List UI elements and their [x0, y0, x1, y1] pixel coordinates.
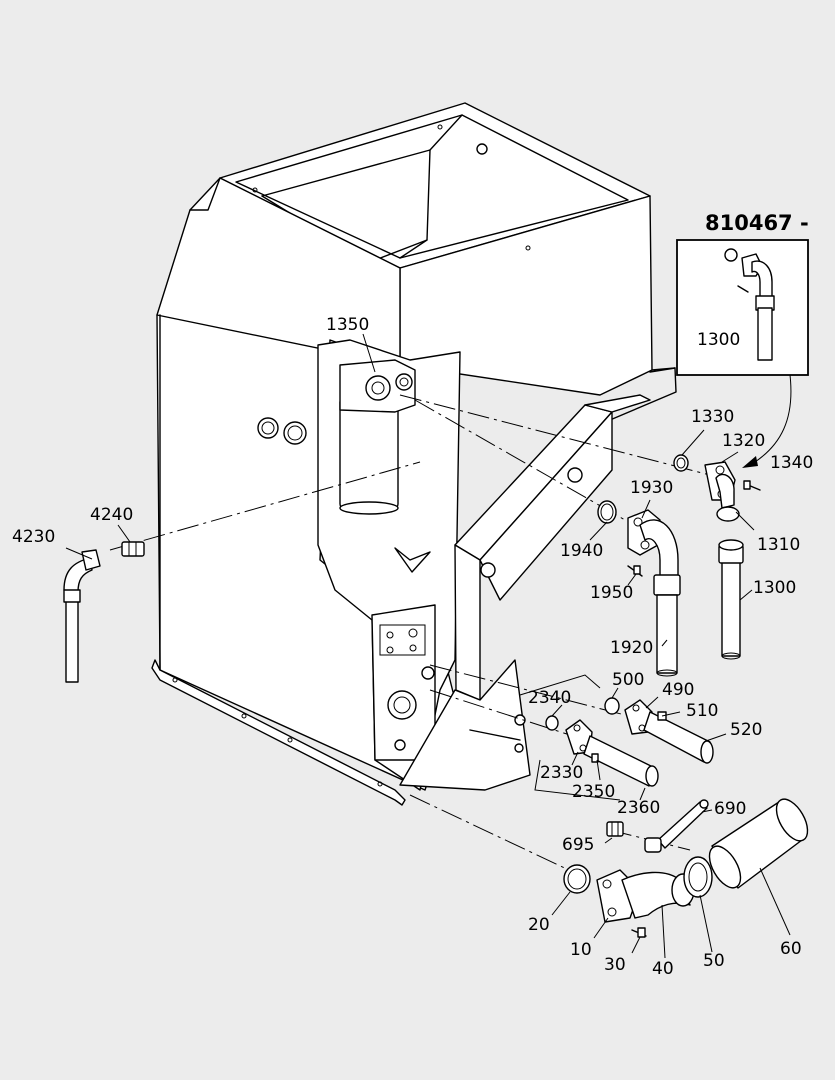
- fitting-4240: [121, 541, 145, 557]
- callout-4230: 4230: [12, 527, 55, 547]
- callout-520: 520: [730, 720, 762, 740]
- callout-2350: 2350: [572, 782, 615, 802]
- callout-500: 500: [612, 670, 644, 690]
- callout-30: 30: [604, 955, 626, 975]
- fitting-695: [606, 821, 624, 837]
- o-ring-1330: [673, 454, 689, 472]
- lower-tube-assembly: [545, 697, 714, 787]
- callout-510: 510: [686, 701, 718, 721]
- hose-1920: [656, 594, 678, 674]
- callout-1930: 1930: [630, 478, 673, 498]
- callout-1340: 1340: [770, 453, 813, 473]
- filter-cartridge: [339, 397, 399, 509]
- o-ring-2340: [545, 715, 559, 731]
- left-hose-assembly: [63, 541, 145, 683]
- callout-60: 60: [780, 939, 802, 959]
- callout-1310: 1310: [757, 535, 800, 555]
- callout-4240: 4240: [90, 505, 133, 525]
- pump-mounting-body: [317, 339, 651, 791]
- o-ring-500: [604, 697, 620, 715]
- callout-10: 10: [570, 940, 592, 960]
- outlet-assembly: [563, 798, 809, 938]
- callout-2330: 2330: [540, 763, 583, 783]
- callout-2360: 2360: [617, 798, 660, 818]
- hose-4230: [65, 599, 79, 683]
- callout-695: 695: [562, 835, 594, 855]
- callout-1330: 1330: [691, 407, 734, 427]
- callout-50: 50: [703, 951, 725, 971]
- callout-2340: 2340: [528, 688, 571, 708]
- callout-40: 40: [652, 959, 674, 979]
- callout-490: 490: [662, 680, 694, 700]
- inset-header: 810467 -: [705, 211, 809, 235]
- fitting-1310: [716, 506, 740, 522]
- tube-690: [657, 801, 708, 849]
- callout-1950: 1950: [590, 583, 633, 603]
- leader-lines: [65, 333, 791, 959]
- inset-box: 810467 - 1300: [676, 211, 809, 468]
- callout-690: 690: [714, 799, 746, 819]
- inset-label-1300: 1300: [697, 330, 740, 350]
- right-hose-assembly: [673, 454, 761, 660]
- clamp-50: [683, 856, 713, 898]
- callout-labels: 1350 4240 4230 1330 1320 1340 1930 1940 …: [12, 315, 813, 979]
- callout-1920: 1920: [610, 638, 653, 658]
- callout-1940: 1940: [560, 541, 603, 561]
- callout-1350: 1350: [326, 315, 369, 335]
- callout-1300: 1300: [753, 578, 796, 598]
- hose-1300: [721, 559, 741, 657]
- middle-hose-assembly: [597, 500, 681, 677]
- callout-20: 20: [528, 915, 550, 935]
- tube-2360: [583, 735, 656, 787]
- callout-1320: 1320: [722, 431, 765, 451]
- support-foot: [399, 659, 531, 791]
- valve-block: [371, 604, 436, 761]
